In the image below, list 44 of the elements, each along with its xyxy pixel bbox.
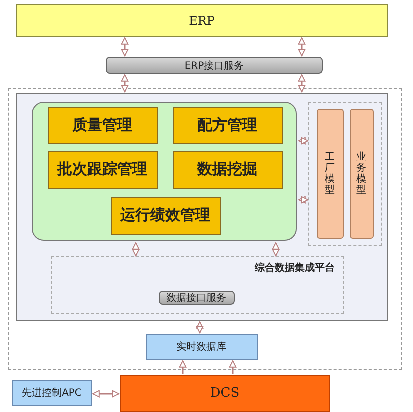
model-bar [316,108,344,238]
service-bar [106,57,323,74]
double-arrow [132,242,140,256]
module-box [48,106,158,144]
module-box [172,150,282,188]
node-label: ERP接口服务 [184,60,244,72]
module-box [48,150,158,188]
integration-platform [51,256,344,314]
double-arrow [229,360,237,374]
group-heading: 综合数据集成平台 [255,262,335,275]
system-box [120,375,330,412]
model-bar [350,108,374,238]
double-arrow [298,38,306,56]
application-group [32,102,297,241]
double-arrow [272,242,280,256]
dashed-boundary [8,88,402,370]
node-label: ERP [189,14,215,28]
module-box [172,106,282,144]
service-bar [158,290,234,304]
node-label: 实时数据库 [176,340,226,354]
node-label: 运行绩效管理 [120,206,210,225]
model-group [308,102,382,246]
double-arrow [196,322,204,334]
node-label: 数据挖掘 [198,160,258,179]
double-arrow [121,74,129,92]
double-arrow [92,390,120,398]
module-box [110,196,220,234]
platform-panel [16,92,388,320]
double-arrow [298,137,308,145]
double-arrow [179,360,187,374]
node-label: 配方管理 [198,116,258,134]
node-label: 业务模型 [356,152,366,196]
database-box [146,334,258,360]
double-arrow [298,196,308,204]
control-box [12,380,92,406]
node-label: 数据接口服务 [166,292,226,304]
node-label: 批次跟踪管理 [58,160,148,179]
system-box [16,4,388,37]
node-label: 先进控制APC [22,386,82,400]
double-arrow [298,74,306,92]
double-arrow [121,38,129,56]
node-label: 工厂模型 [325,152,335,196]
node-label: 质量管理 [72,116,132,134]
node-label: DCS [210,386,240,401]
